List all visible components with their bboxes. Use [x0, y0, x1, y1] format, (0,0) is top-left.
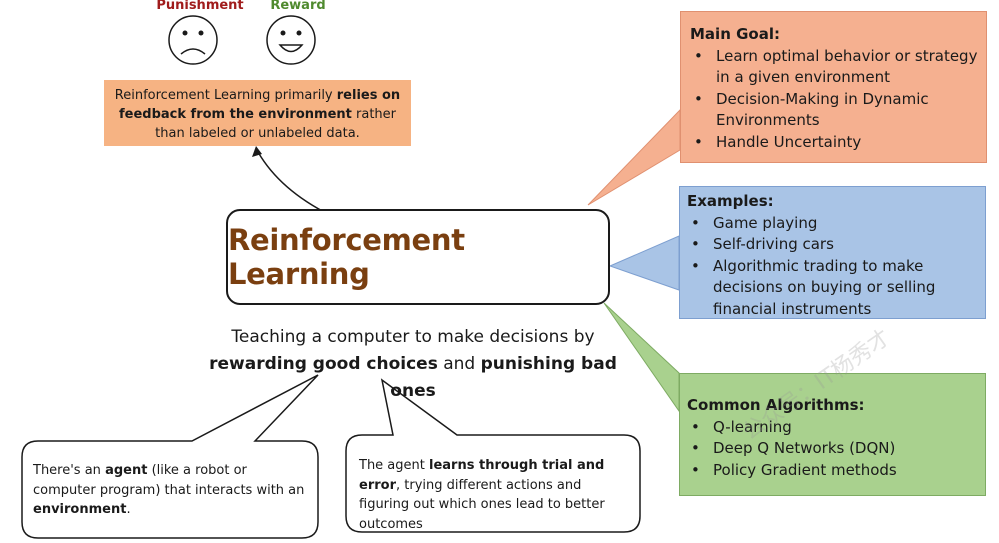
central-title: Reinforcement Learning	[228, 223, 465, 291]
algorithms-heading: Common Algorithms:	[687, 396, 865, 414]
list-item: Algorithmic trading to make decisions on…	[687, 256, 977, 321]
agent-speech-bubble	[21, 374, 319, 539]
examples-heading: Examples:	[687, 192, 774, 210]
central-node: Reinforcement Learning	[226, 209, 610, 305]
feedback-text-1: Reinforcement Learning primarily	[114, 88, 337, 103]
feedback-box: Reinforcement Learning primarily relies …	[104, 80, 411, 146]
tagline-bold-1: rewarding good choices	[209, 354, 438, 374]
feedback-arrow-head	[252, 146, 262, 157]
list-item: Decision-Making in Dynamic Environments	[690, 89, 978, 132]
tagline-bold-2: punishing bad ones	[390, 354, 617, 401]
tagline: Teaching a computer to make decisions by…	[200, 324, 626, 405]
reward-label: Reward	[270, 0, 326, 13]
goal-callout-wedge	[587, 108, 681, 206]
tagline-line2: rewarding good choices and punishing bad…	[200, 351, 626, 405]
punishment-label: Punishment	[156, 0, 244, 13]
agent-text-2: (like a robot or computer program) that …	[33, 463, 305, 498]
feedback-text-bold: relies on feedback from the environment	[119, 88, 401, 122]
list-item: Deep Q Networks (DQN)	[687, 438, 977, 460]
examples-panel: Examples: Game playing Self-driving cars…	[679, 186, 986, 319]
happy-face-icon	[266, 15, 316, 65]
agent-bold-1: agent	[105, 463, 148, 478]
tagline-line1: Teaching a computer to make decisions by	[231, 327, 595, 347]
examples-list: Game playing Self-driving cars Algorithm…	[687, 213, 977, 321]
list-item: Self-driving cars	[687, 234, 977, 256]
list-item: Game playing	[687, 213, 977, 235]
agent-bubble-text: There's an agent (like a robot or comput…	[33, 461, 305, 520]
algorithms-panel: Common Algorithms: Q-learning Deep Q Net…	[679, 373, 986, 496]
list-item: Q-learning	[687, 417, 977, 439]
feedback-text-2: rather than labeled or unlabeled data.	[155, 107, 396, 141]
list-item: Handle Uncertainty	[690, 132, 978, 154]
list-item: Learn optimal behavior or strategy in a …	[690, 46, 978, 89]
feedback-arrow	[257, 151, 331, 216]
examples-callout-wedge	[608, 235, 680, 291]
trial-bold-1: learns through trial and error	[359, 458, 605, 493]
sad-face-icon	[168, 15, 218, 65]
list-item: Policy Gradient methods	[687, 460, 977, 482]
main-goal-list: Learn optimal behavior or strategy in a …	[690, 46, 978, 154]
agent-bold-2: environment	[33, 502, 127, 517]
tagline-mid: and	[437, 354, 481, 374]
agent-text-3: .	[126, 502, 131, 517]
trial-speech-bubble	[345, 378, 641, 533]
trial-text-2: , trying different actions and figuring …	[359, 477, 605, 532]
trial-text-1: The agent	[359, 458, 429, 473]
main-goal-heading: Main Goal:	[690, 25, 780, 43]
main-goal-panel: Main Goal: Learn optimal behavior or str…	[680, 11, 987, 163]
algorithms-list: Q-learning Deep Q Networks (DQN) Policy …	[687, 417, 977, 482]
trial-bubble-text: The agent learns through trial and error…	[359, 456, 634, 534]
agent-text-1: There's an	[33, 463, 106, 478]
